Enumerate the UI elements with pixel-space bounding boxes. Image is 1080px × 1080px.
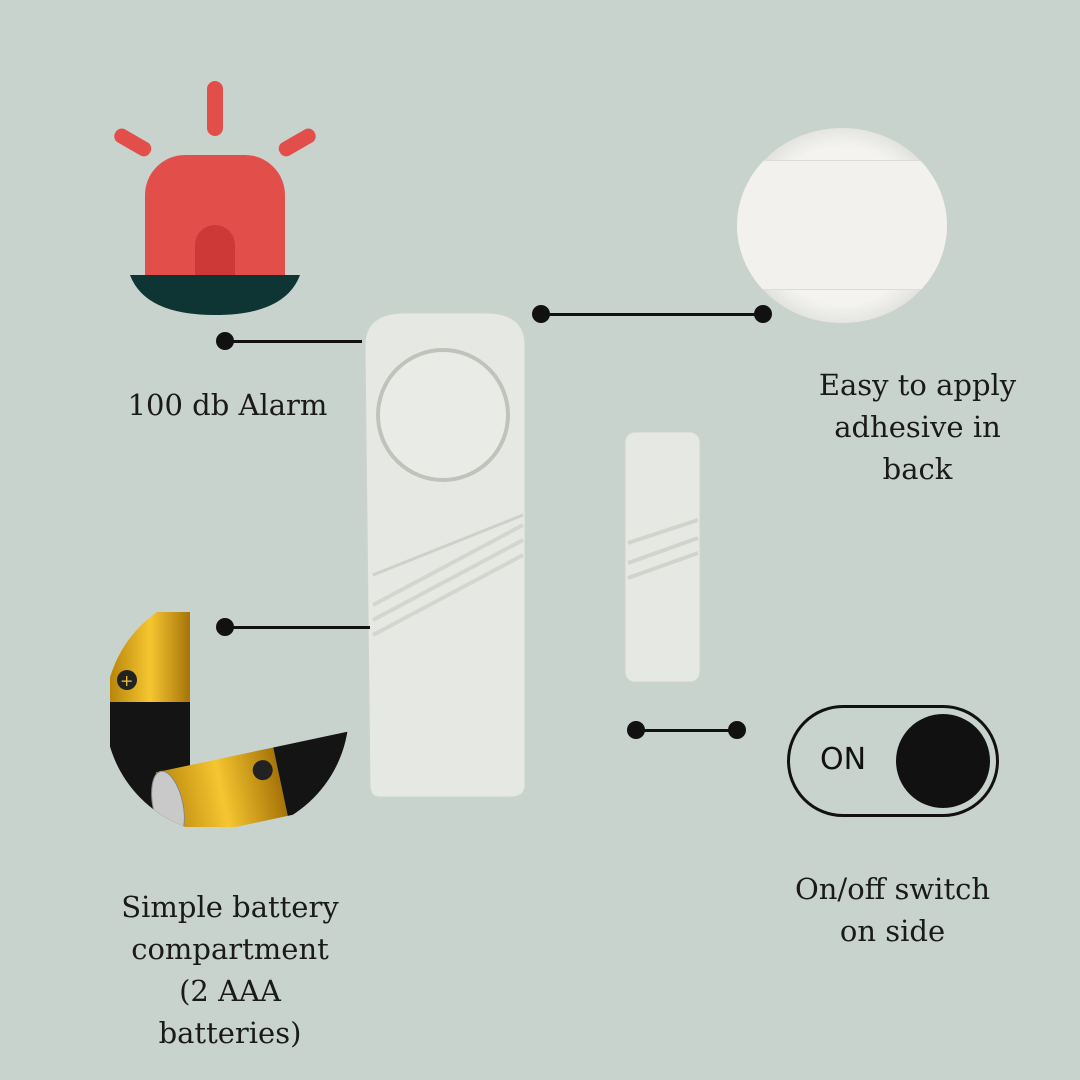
- batteries-image: +: [110, 612, 349, 827]
- switch-label-line: on side: [839, 914, 946, 948]
- battery-connector-line: [225, 626, 370, 629]
- adhesive-connector-line: [541, 313, 763, 316]
- switch-connector-dot-end: [728, 721, 746, 739]
- battery-label-line: compartment: [131, 932, 329, 966]
- battery-label-line: (2 AAA: [179, 974, 281, 1008]
- magnet-sensor-image: [624, 431, 701, 683]
- alarm-connector-dot: [216, 332, 234, 350]
- svg-text:+: +: [120, 671, 133, 690]
- adhesive-label: Easy to apply adhesive in back: [790, 364, 1045, 490]
- adhesive-connector-dot-end: [754, 305, 772, 323]
- alarm-device-image: [364, 312, 526, 798]
- on-off-toggle-illustration: ON: [787, 705, 999, 817]
- adhesive-pad-image: [737, 128, 947, 323]
- switch-label-line: On/off switch: [794, 872, 991, 906]
- switch-connector-line: [636, 729, 737, 732]
- switch-connector-dot: [627, 721, 645, 739]
- adhesive-label-line: back: [882, 452, 953, 486]
- adhesive-label-line: adhesive in: [834, 410, 1001, 444]
- adhesive-connector-dot: [532, 305, 550, 323]
- toggle-knob: [896, 714, 990, 808]
- toggle-state-text: ON: [820, 742, 867, 777]
- battery-label-line: batteries): [158, 1016, 302, 1050]
- battery-label-line: Simple battery: [121, 890, 339, 924]
- alarm-label: 100 db Alarm: [127, 388, 328, 422]
- alarm-connector-line: [225, 340, 362, 343]
- switch-label: On/off switch on side: [765, 868, 1020, 952]
- siren-icon: [114, 81, 316, 315]
- adhesive-label-line: Easy to apply: [818, 368, 1017, 402]
- battery-label: Simple battery compartment (2 AAA batter…: [100, 886, 360, 1054]
- battery-connector-dot: [216, 618, 234, 636]
